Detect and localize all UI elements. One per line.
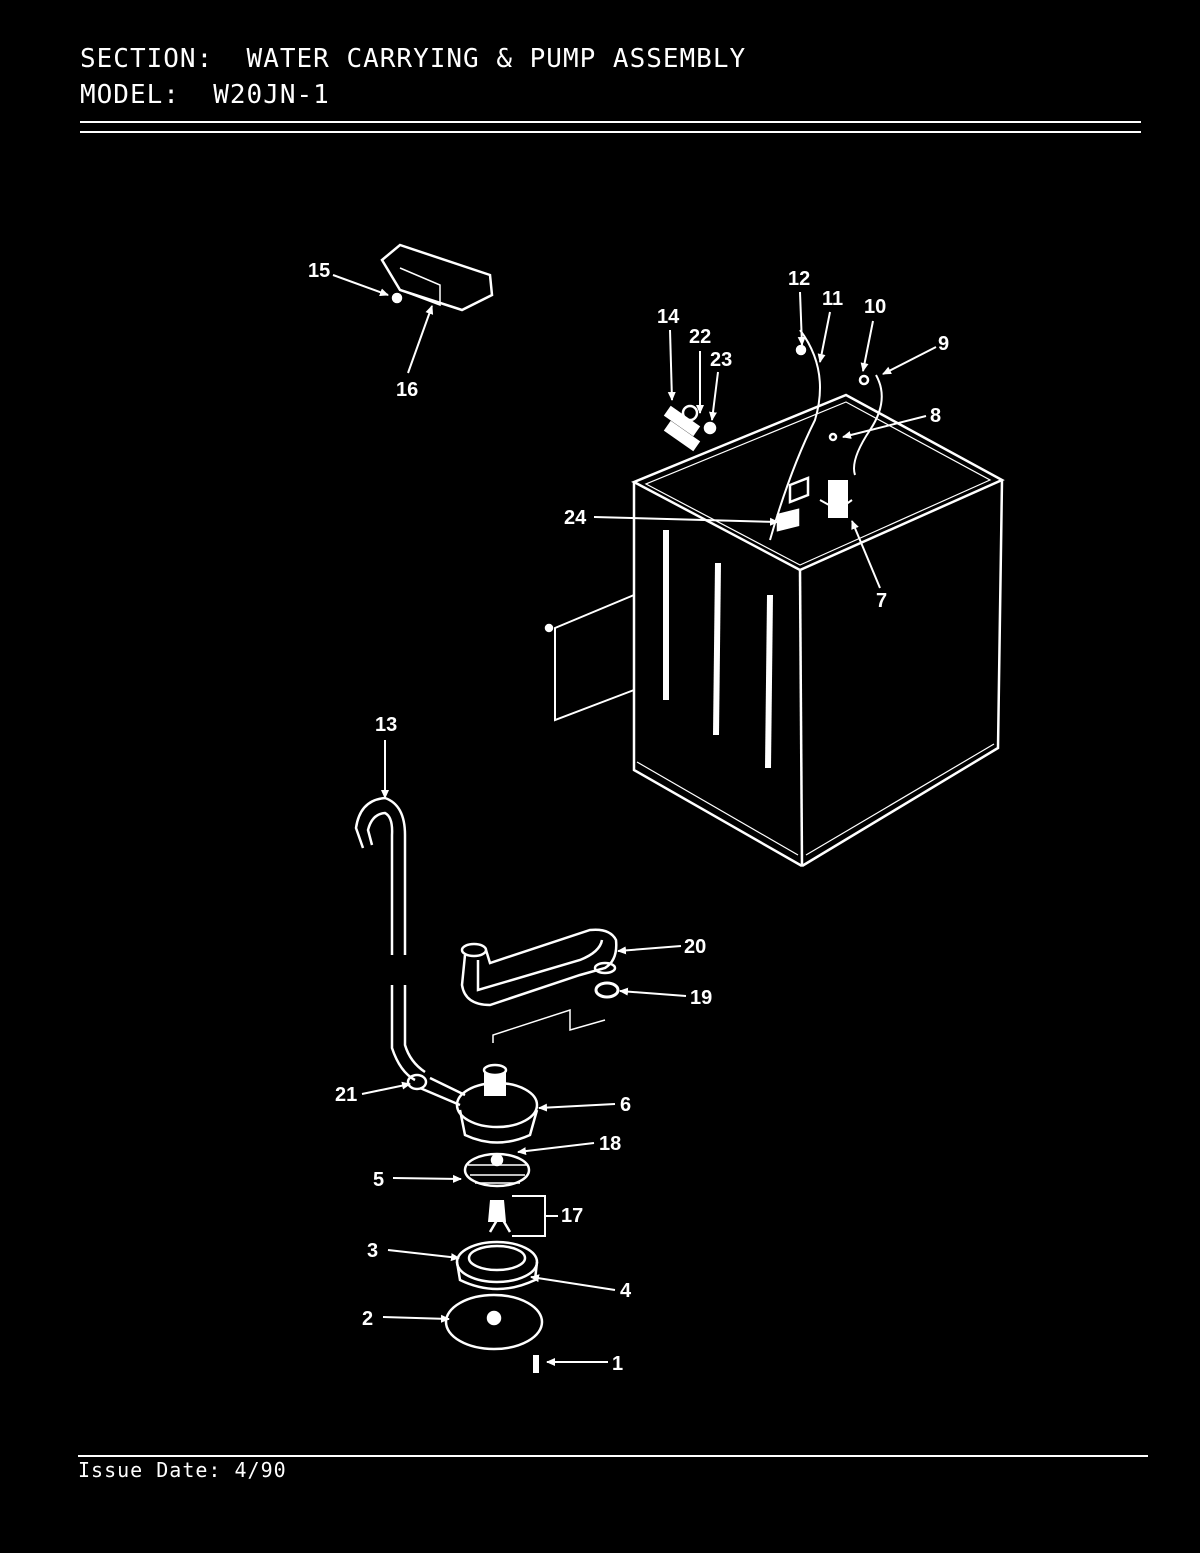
section-value: WATER CARRYING & PUMP ASSEMBLY (246, 44, 747, 74)
header-rule-top (80, 121, 1141, 123)
callout-13: 13 (375, 714, 397, 736)
callout-22: 22 (689, 326, 711, 348)
model-label: MODEL: (80, 80, 180, 110)
leader-10 (860, 320, 874, 372)
callout-19: 19 (690, 987, 712, 1009)
pump-assembly (406, 1063, 544, 1373)
header-rule-bottom (80, 131, 1141, 133)
callout-15: 15 (308, 260, 330, 282)
callout-6: 6 (620, 1094, 631, 1116)
callout-4: 4 (620, 1280, 632, 1302)
callout-3: 3 (367, 1240, 378, 1262)
leader-17 (512, 1195, 558, 1237)
section-heading: SECTION: WATER CARRYING & PUMP ASSEMBLY (80, 44, 746, 74)
leader-4 (530, 1274, 616, 1291)
leader-19 (619, 987, 687, 997)
leader-5 (392, 1174, 462, 1183)
hose-13 (354, 796, 426, 1082)
leader-20 (617, 945, 682, 955)
callout-12: 12 (788, 268, 810, 290)
callout-23: 23 (710, 349, 732, 371)
leader-11 (817, 311, 831, 363)
callout-leaders (332, 274, 937, 1366)
section-label: SECTION: (80, 44, 214, 74)
leader-8 (842, 415, 927, 439)
callout-9: 9 (938, 333, 949, 355)
callout-5: 5 (373, 1169, 384, 1191)
washer-cabinet (544, 329, 1005, 868)
leader-18 (517, 1142, 595, 1156)
model-heading: MODEL: W20JN-1 (80, 80, 330, 110)
leader-14 (667, 329, 676, 401)
leader-9 (882, 346, 937, 375)
callout-18: 18 (599, 1133, 621, 1155)
leader-2 (382, 1314, 450, 1323)
leader-15 (332, 274, 389, 297)
bracket-part (380, 243, 494, 312)
callout-24: 24 (564, 507, 587, 529)
leader-7 (851, 520, 881, 589)
callout-8: 8 (930, 405, 941, 427)
callout-20: 20 (684, 936, 706, 958)
leader-16 (407, 305, 434, 374)
leader-24 (593, 516, 779, 526)
callout-numbers: 1 2 3 4 5 6 7 8 9 10 11 12 13 14 15 16 1… (308, 260, 949, 1375)
model-value: W20JN-1 (213, 80, 330, 110)
callout-2: 2 (362, 1308, 373, 1330)
footer-rule (78, 1455, 1148, 1457)
leader-12 (797, 291, 806, 346)
callout-7: 7 (876, 590, 887, 612)
callout-14: 14 (657, 306, 680, 328)
hose-20 (460, 928, 620, 1043)
leader-3 (387, 1249, 460, 1262)
leader-23 (709, 371, 719, 421)
callout-11: 11 (822, 288, 843, 310)
callout-16: 16 (396, 379, 418, 401)
leader-6 (538, 1103, 616, 1112)
callout-1: 1 (612, 1353, 623, 1375)
callout-21: 21 (335, 1084, 357, 1106)
issue-date: Issue Date: 4/90 (78, 1458, 287, 1482)
leader-21 (361, 1081, 411, 1095)
callout-17: 17 (561, 1205, 583, 1227)
callout-10: 10 (864, 296, 886, 318)
